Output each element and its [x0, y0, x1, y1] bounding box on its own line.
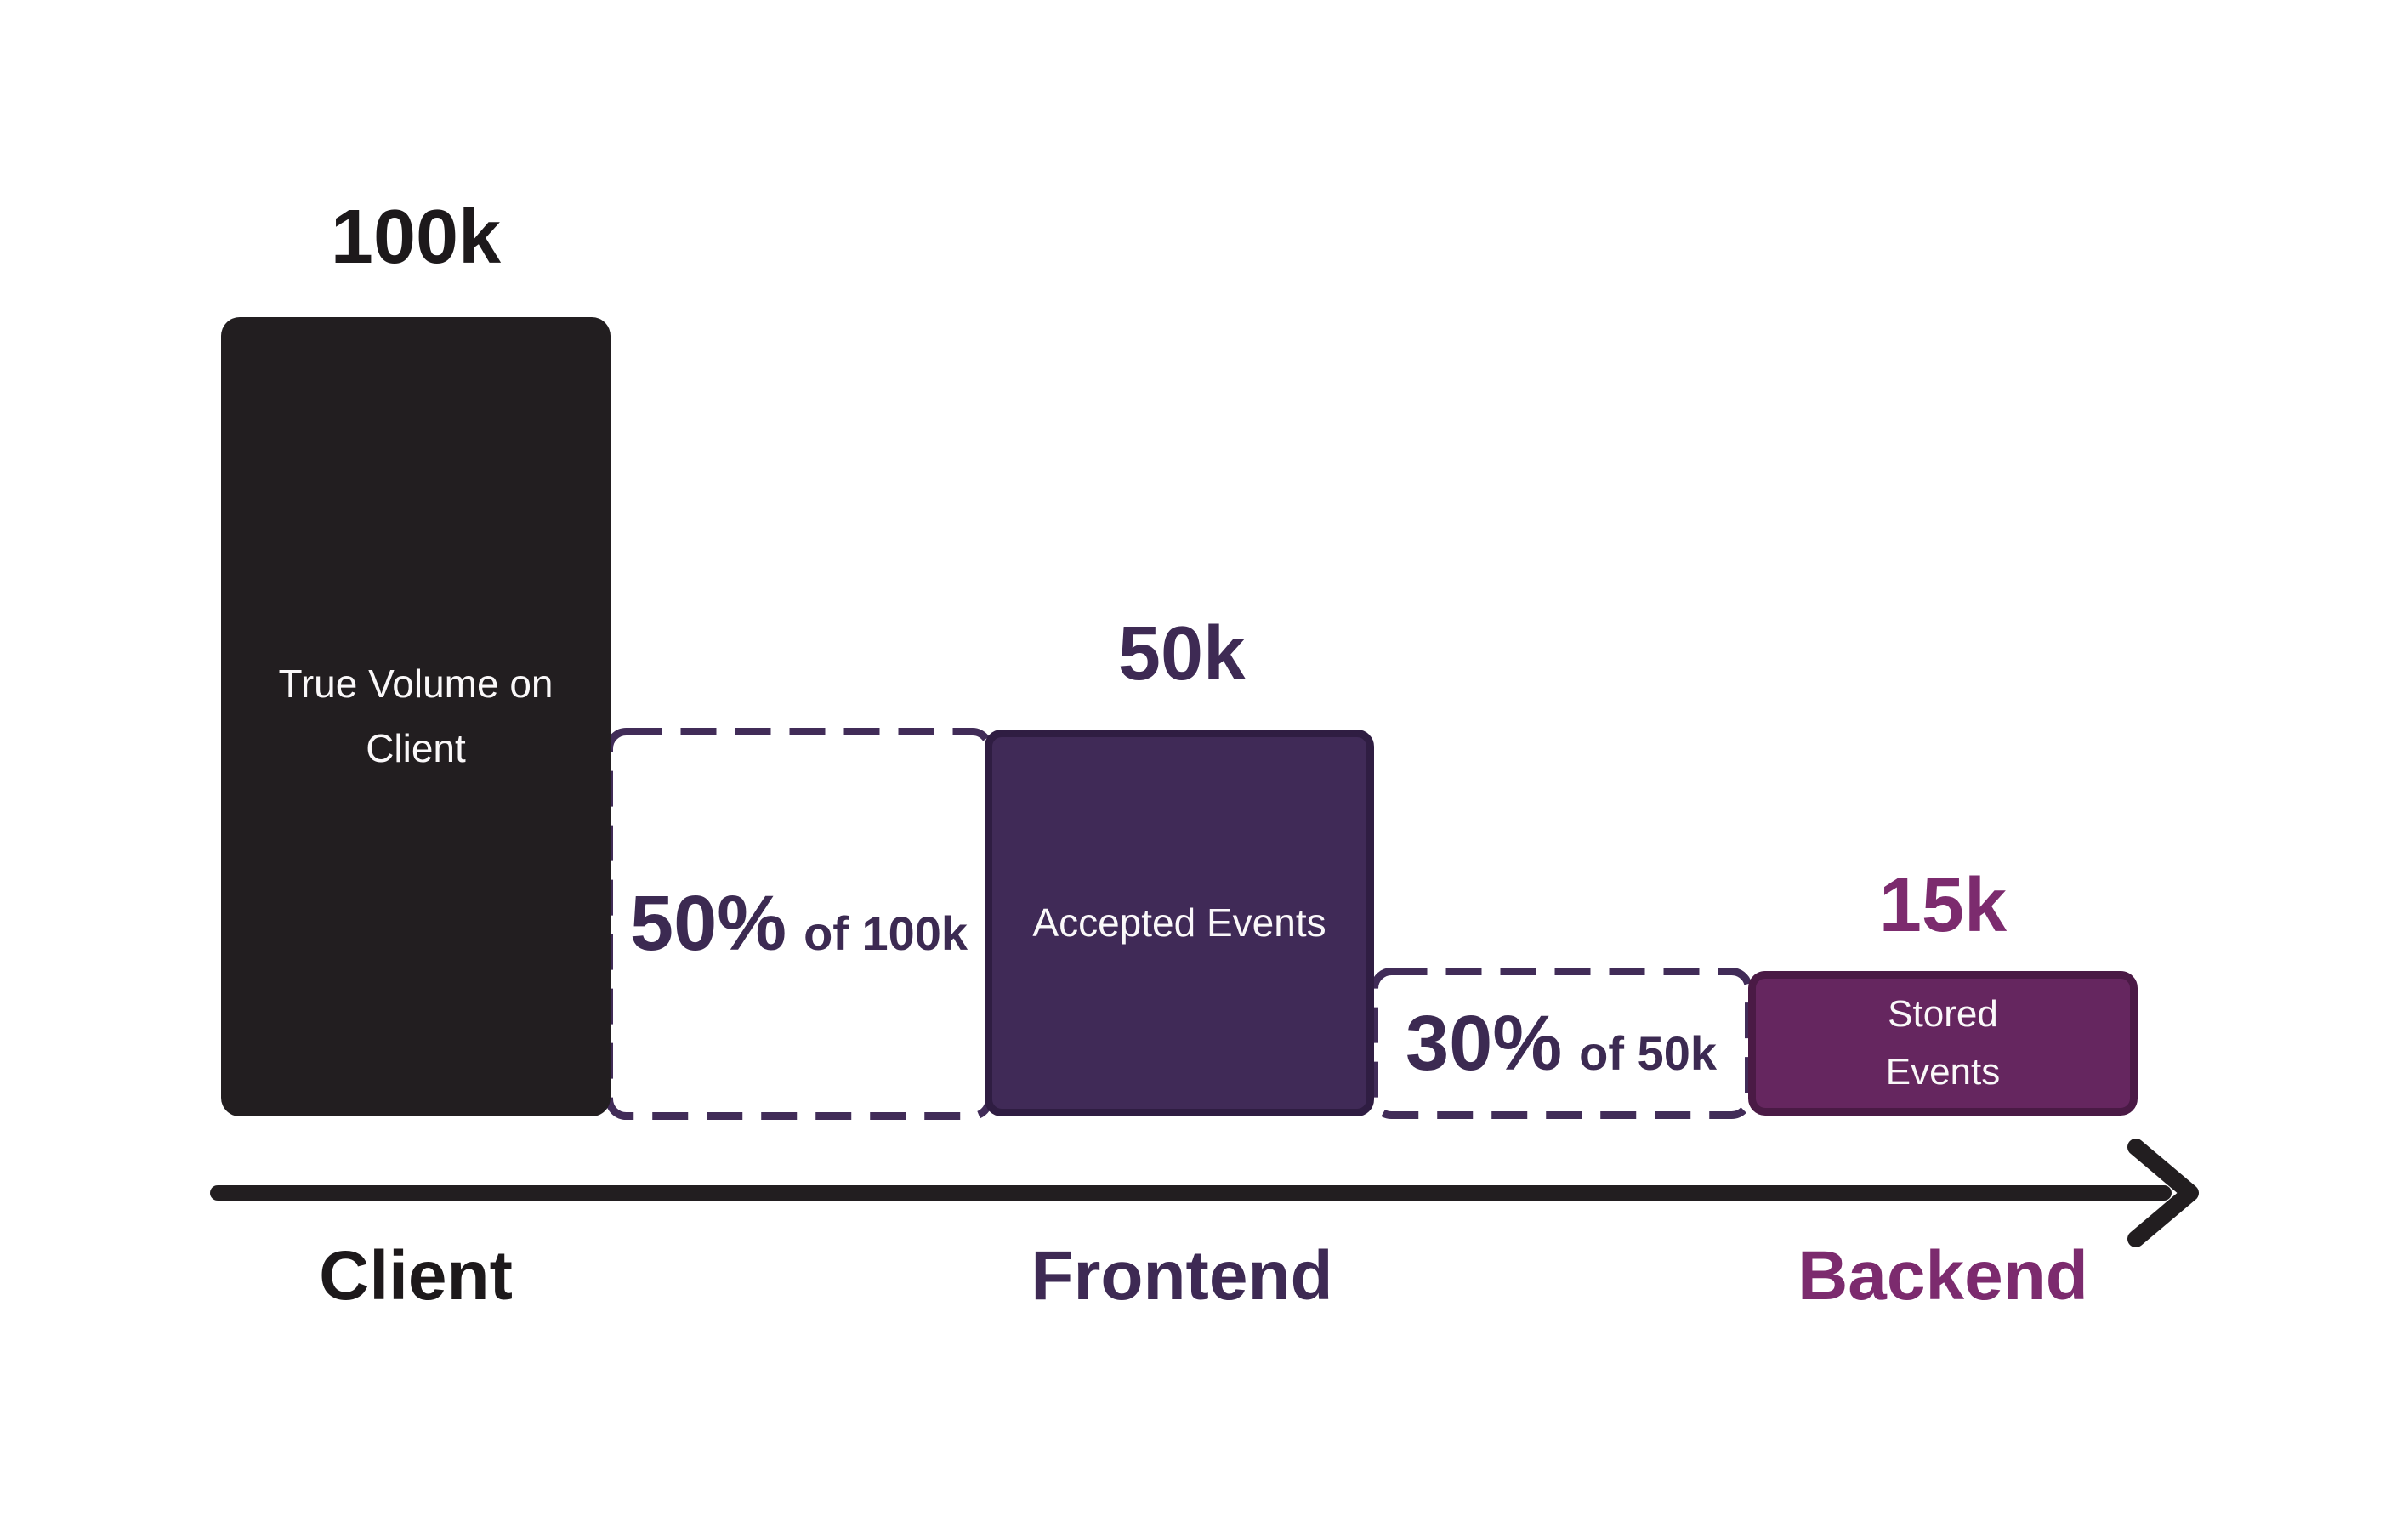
loss-basis-100k: of 100k	[804, 906, 968, 960]
true-volume-bar: True Volume on Client	[221, 317, 611, 1116]
accepted-events-bar: Accepted Events	[985, 730, 1374, 1116]
loss-pct-50: 50%	[629, 880, 787, 967]
flow-axis-arrowhead-icon	[2127, 1139, 2199, 1247]
stored-events-bar: Stored Events	[1748, 971, 2138, 1116]
axis-label-backend: Backend	[1797, 1237, 2088, 1315]
loss-annotation-frontend-backend: 30% of 50k	[1374, 971, 1748, 1115]
true-volume-bar-label: True Volume on Client	[278, 662, 554, 770]
axis-label-frontend: Frontend	[1031, 1237, 1333, 1315]
axis-label-client: Client	[319, 1237, 513, 1315]
value-label-frontend: 50k	[1117, 611, 1247, 696]
stored-events-bar-label: Stored Events	[1885, 992, 2001, 1093]
loss-pct-30: 30%	[1406, 999, 1563, 1087]
loss-30-dashed-box	[1371, 968, 1752, 1119]
loss-basis-50k: of 50k	[1579, 1025, 1717, 1080]
value-label-backend: 15k	[1878, 863, 2008, 948]
accepted-events-bar-label: Accepted Events	[1032, 900, 1326, 945]
value-label-client: 100k	[330, 195, 502, 280]
loss-annotation-client-frontend: 50% of 100k	[609, 731, 989, 1116]
